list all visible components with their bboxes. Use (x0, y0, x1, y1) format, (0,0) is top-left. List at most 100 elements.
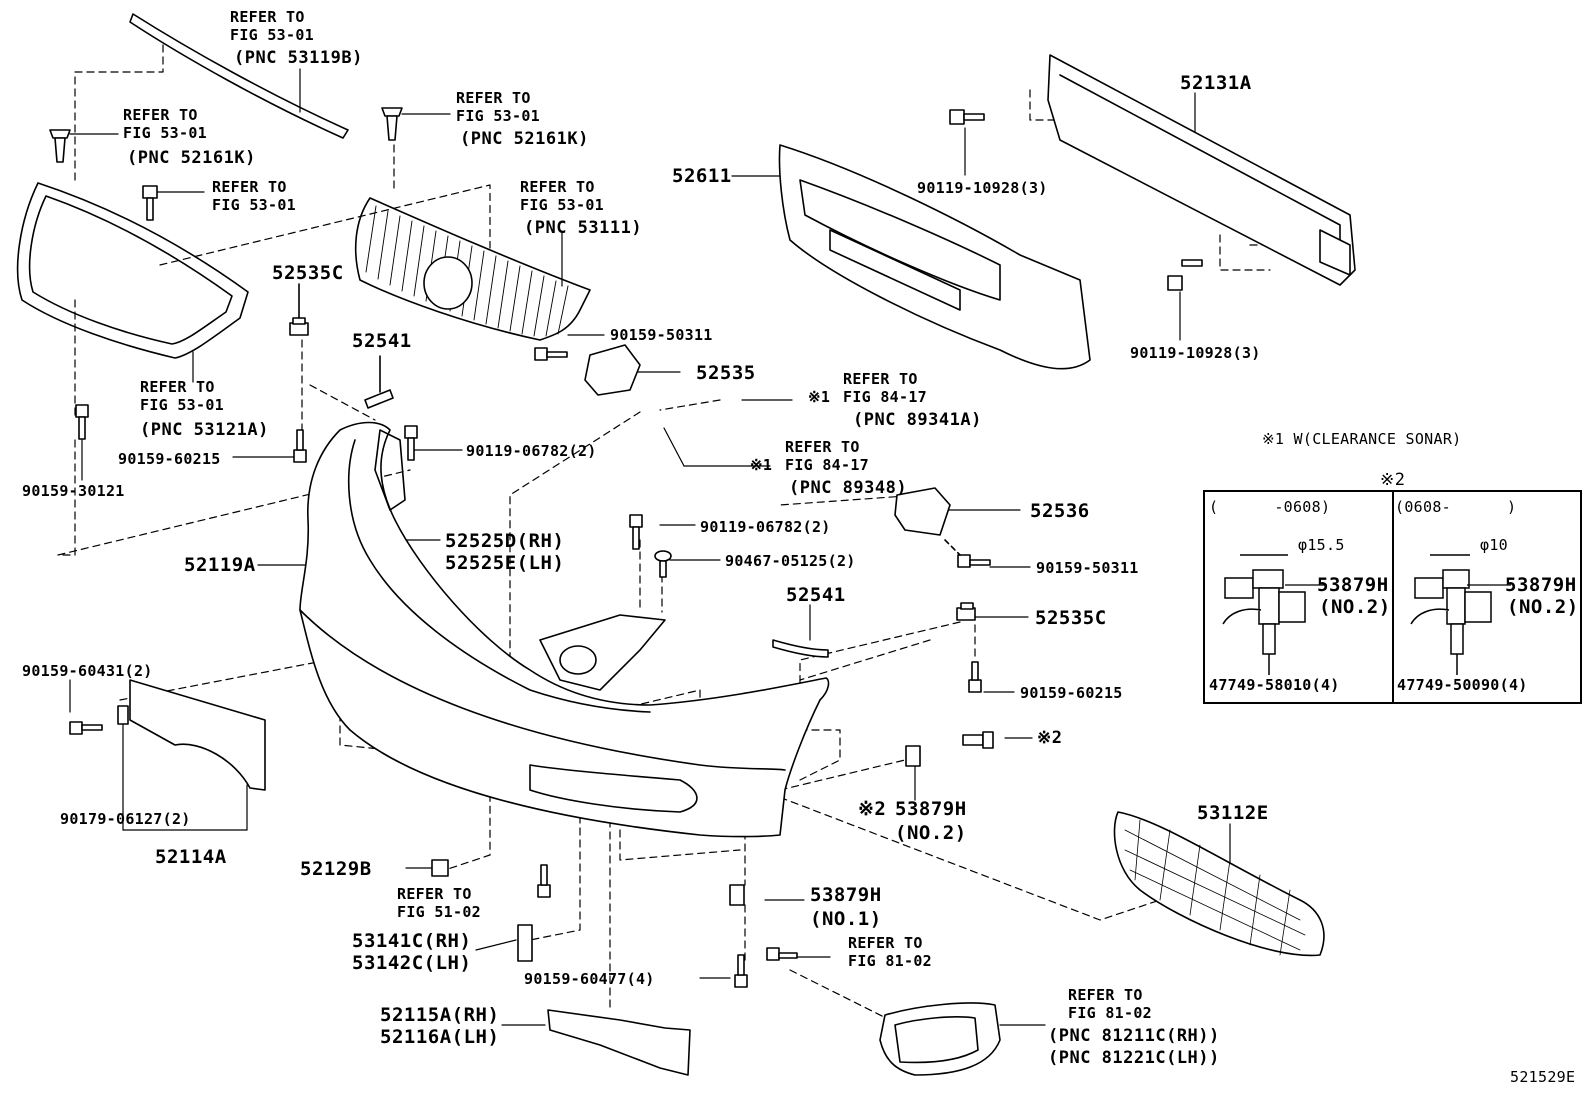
part-number: 90159-50311 (1036, 559, 1139, 577)
part-number: 90159-60215 (118, 450, 221, 468)
sonar-detail-inset: ( -0608) (0608- ) φ15.5 φ10 53879H (NO.2… (1203, 490, 1582, 704)
ref-mark: ※1 (808, 388, 831, 406)
part-number: 90119-06782(2) (700, 518, 831, 536)
part-number: 52525E(LH) (445, 552, 565, 574)
bolt-90119-10928-lower (1167, 259, 1203, 291)
ref-label: FIG 53-01 (140, 396, 224, 414)
ref-label: FIG 53-01 (520, 196, 604, 214)
ref-label: FIG 53-01 (456, 107, 540, 125)
part-number: 53141C(RH) (352, 930, 472, 952)
center-grille (354, 197, 591, 341)
inset-part-sub-right: (NO.2) (1507, 596, 1579, 618)
ref-label: REFER TO (397, 885, 472, 903)
lower-grille (1113, 811, 1325, 957)
upper-molding-strip (129, 13, 349, 139)
part-number: 52541 (352, 330, 412, 352)
part-number: 53879H (895, 798, 967, 820)
part-number: 90159-60215 (1020, 684, 1123, 702)
part-number: 52115A(RH) (380, 1004, 500, 1026)
bolt-90159-60215-left (293, 429, 307, 463)
ref-mark: ※2 (858, 798, 887, 820)
ref-label: REFER TO (843, 370, 918, 388)
part-number: 90119-10928(3) (1130, 344, 1261, 362)
ref-label: REFER TO (140, 378, 215, 396)
inset-diameter-right: φ10 (1480, 536, 1508, 554)
inset-clip-right: 47749-50090(4) (1397, 676, 1528, 694)
ref-label: FIG 81-02 (848, 952, 932, 970)
ref-label: REFER TO (1068, 986, 1143, 1004)
ref-label: REFER TO (123, 106, 198, 124)
clip-52535c-left (289, 283, 309, 336)
ref-label: FIG 53-01 (123, 124, 207, 142)
ref-mark: ※1 (750, 456, 773, 474)
ref-label: REFER TO (785, 438, 860, 456)
bracket-52535 (584, 344, 641, 396)
ref-label: FIG 53-01 (230, 26, 314, 44)
inset-part-right: 53879H (1505, 574, 1577, 596)
bolt-90159-50311-upper (534, 347, 568, 361)
ref-label: (PNC 53119B) (234, 48, 363, 68)
inset-period-left: ( -0608) (1209, 498, 1331, 516)
bolt-90119-06782-center (629, 514, 643, 550)
pad-52541-right (772, 639, 829, 658)
ref-label: (PNC 81211C(RH)) (1048, 1026, 1220, 1046)
clip-52161k-left (49, 129, 119, 163)
part-number: 52525D(RH) (445, 530, 565, 552)
ref-label: (PNC 53111) (524, 218, 643, 238)
ref-label: REFER TO (212, 178, 287, 196)
inset-clip-left: 47749-58010(4) (1209, 676, 1340, 694)
bolt-90119-06782-upper (404, 425, 418, 461)
part-number: 52536 (1030, 500, 1090, 522)
pad-53141c (517, 924, 533, 962)
impact-absorber (778, 144, 1091, 370)
part-number: 53142C(LH) (352, 952, 472, 974)
ref-label: (PNC 89341A) (853, 410, 982, 430)
ref-label: (PNC 52161K) (127, 148, 256, 168)
part-number: 52116A(LH) (380, 1026, 500, 1048)
ref-label: FIG 51-02 (397, 903, 481, 921)
part-number: 90159-30121 (22, 482, 125, 500)
bolt-90159-60215-right (968, 661, 982, 693)
ref-label: REFER TO (520, 178, 595, 196)
ref-label: FIG 53-01 (212, 196, 296, 214)
part-number: 90159-60477(4) (524, 970, 655, 988)
ref-label: (PNC 81221C(LH)) (1048, 1048, 1220, 1068)
fog-lamp (879, 1002, 1001, 1076)
ref-label: REFER TO (456, 89, 531, 107)
sensor-53879h-no1 (729, 884, 745, 906)
bolt-90159-30121 (75, 404, 89, 440)
bumper-cover (299, 421, 830, 838)
part-number: 52535C (1035, 607, 1107, 629)
ref-label: (PNC 89348) (789, 478, 908, 498)
bolt-90119-10928-upper (949, 109, 985, 125)
pad-52541-left (364, 355, 394, 409)
bolt-fog-lamp (766, 947, 798, 961)
part-number: 90179-06127(2) (60, 810, 191, 828)
bumper-reinforcement (1047, 54, 1356, 286)
bolt-90159-60477-left (537, 864, 551, 898)
part-number: 52119A (184, 554, 256, 576)
inset-diameter-left: φ15.5 (1298, 536, 1345, 554)
sensor-53879h-no2 (905, 731, 994, 767)
bracket-52536 (894, 487, 951, 536)
inset-line-art (1222, 554, 1511, 675)
ref-mark: ※2 (1037, 728, 1063, 748)
ref-label: REFER TO (230, 8, 305, 26)
lower-spoiler (547, 1009, 691, 1076)
part-number: 90159-60431(2) (22, 662, 153, 680)
part-number: 90467-05125(2) (725, 552, 856, 570)
part-number: 52541 (786, 584, 846, 606)
inset-period-right: (0608- ) (1395, 498, 1517, 516)
bolt-90159-60477-right (734, 954, 748, 988)
ref-label: REFER TO (848, 934, 923, 952)
part-number: 90119-06782(2) (466, 442, 597, 460)
screw-left-frame (142, 185, 205, 221)
ref-label: (PNC 52161K) (460, 129, 589, 149)
bolt-90467-05125 (654, 550, 672, 578)
part-number: 52114A (155, 846, 227, 868)
part-number: 52535 (696, 362, 756, 384)
inset-note: ※1 W(CLEARANCE SONAR) (1262, 430, 1462, 448)
part-number: 52131A (1180, 72, 1252, 94)
